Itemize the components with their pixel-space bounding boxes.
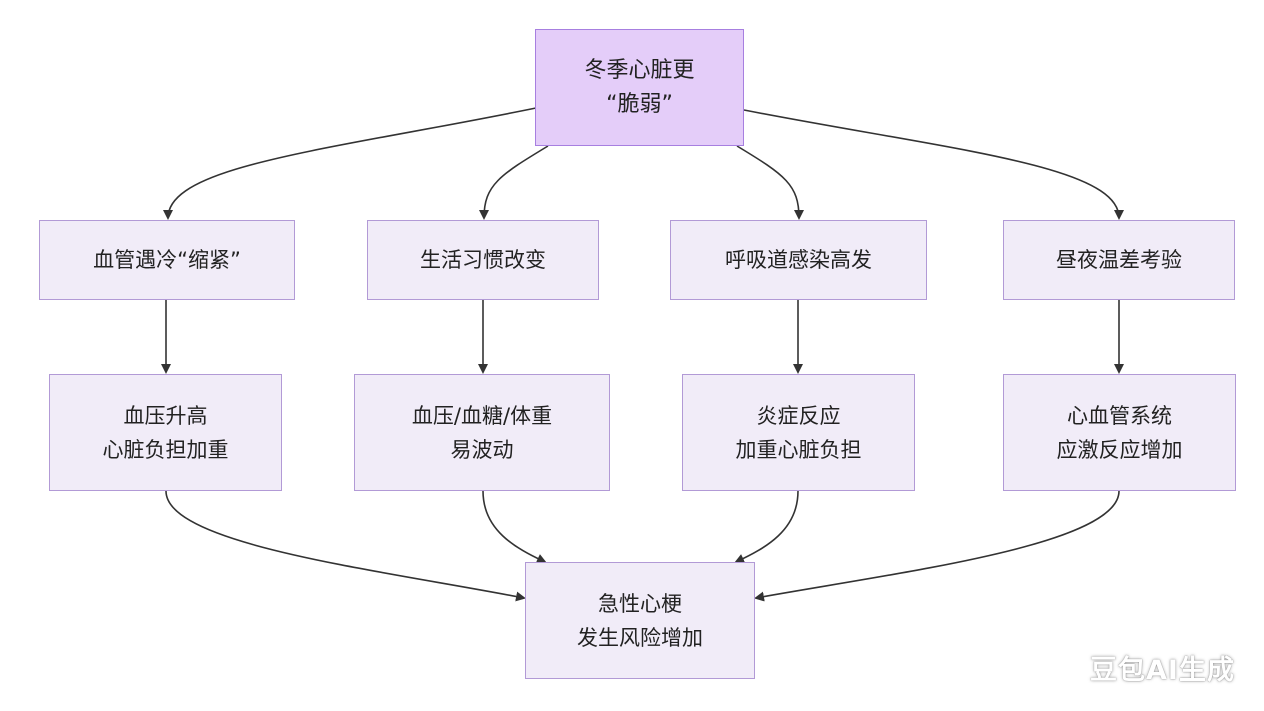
- outcome-node: 急性心梗 发生风险增加: [525, 562, 755, 679]
- edge-effect-to-outcome-3: [734, 490, 799, 564]
- effect-line-2: 加重心脏负担: [735, 437, 862, 462]
- outcome-line-2: 发生风险增加: [577, 625, 703, 650]
- effect-line-2: 易波动: [450, 437, 514, 462]
- effect-node-1: 血压升高 心脏负担加重: [49, 374, 282, 491]
- effect-line-2: 心脏负担加重: [102, 437, 229, 462]
- cause-node-4: 昼夜温差考验: [1003, 220, 1235, 300]
- edge-root-to-cause-4: [743, 109, 1124, 220]
- edge-root-to-cause-1: [163, 107, 537, 220]
- root-line-2: “脆弱”: [606, 91, 673, 117]
- edge-root-to-cause-3: [736, 145, 804, 220]
- effect-node-2: 血压/血糖/体重 易波动: [354, 374, 610, 491]
- cause-node-1: 血管遇冷“缩紧”: [39, 220, 295, 300]
- root-node: 冬季心脏更 “脆弱”: [535, 29, 744, 146]
- effect-line-2: 应激反应增加: [1056, 437, 1183, 462]
- outcome-line-1: 急性心梗: [598, 591, 682, 616]
- cause-node-2: 生活习惯改变: [367, 220, 599, 300]
- effect-line-1: 炎症反应: [756, 403, 841, 428]
- effect-node-3: 炎症反应 加重心脏负担: [682, 374, 915, 491]
- edge-effect-to-outcome-4: [754, 490, 1120, 602]
- cause-node-3: 呼吸道感染高发: [670, 220, 927, 300]
- cause-label: 呼吸道感染高发: [725, 248, 872, 272]
- effect-line-1: 心血管系统: [1067, 403, 1172, 428]
- root-line-1: 冬季心脏更: [584, 57, 695, 83]
- cause-label: 生活习惯改变: [420, 248, 546, 272]
- edge-effect-to-outcome-1: [165, 490, 526, 602]
- edge-effect-to-outcome-2: [482, 490, 547, 564]
- effect-node-4: 心血管系统 应激反应增加: [1003, 374, 1236, 491]
- ai-watermark: 豆包AI生成: [1090, 655, 1235, 686]
- cause-label: 昼夜温差考验: [1056, 248, 1182, 272]
- edge-root-to-cause-2: [479, 145, 549, 220]
- cause-label: 血管遇冷“缩紧”: [93, 248, 241, 272]
- effect-line-1: 血压/血糖/体重: [411, 403, 553, 428]
- effect-line-1: 血压升高: [123, 403, 208, 428]
